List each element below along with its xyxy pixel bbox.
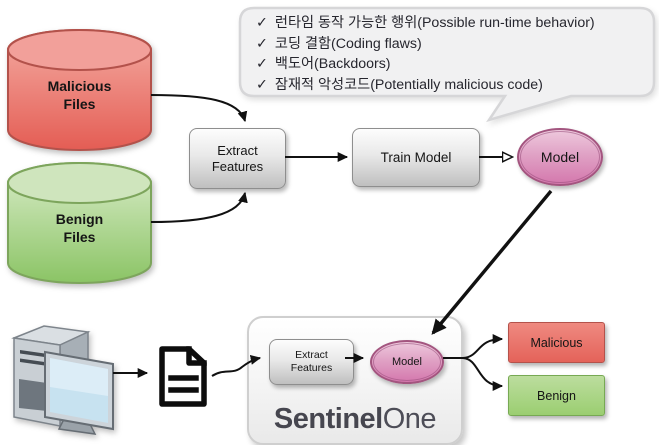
- callout-item: ✓ 백도어(Backdoors): [256, 54, 652, 75]
- callout-list: ✓ 런타임 동작 가능한 행위(Possible run-time behavi…: [256, 13, 652, 95]
- file-document-icon: [159, 346, 207, 407]
- callout-item-text: 런타임 동작 가능한 행위(Possible run-time behavior…: [274, 15, 595, 31]
- inference-model-node: Model: [370, 340, 444, 384]
- callout-item-text: 잠재적 악성코드(Potentially malicious code): [274, 76, 543, 93]
- callout-item: ✓ 코딩 결함(Coding flaws): [256, 34, 652, 55]
- benign-files-label: Benign Files: [55, 211, 104, 245]
- output-benign-box: Benign: [508, 375, 605, 416]
- check-icon: ✓: [256, 76, 268, 93]
- malicious-files-label: Malicious Files: [47, 78, 112, 112]
- extract-features-box: Extract Features: [189, 128, 286, 189]
- model-inner-ring: [520, 131, 600, 183]
- check-icon: ✓: [256, 56, 268, 72]
- sentinelone-logo: SentinelOne: [249, 403, 461, 436]
- benign-db-top: [7, 162, 152, 204]
- brand-bold-text: Sentinel: [273, 403, 383, 435]
- output-malicious-box: Malicious: [508, 322, 605, 363]
- model-inner-ring: [373, 343, 441, 381]
- train-model-box: Train Model: [352, 128, 480, 187]
- malicious-files-database: [7, 29, 152, 151]
- computer-icon: [11, 325, 114, 435]
- brand-light-text: One: [382, 403, 437, 435]
- callout-bubble: [238, 6, 656, 123]
- inference-extract-features-box: Extract Features: [269, 339, 354, 385]
- malicious-db-top: [7, 29, 152, 71]
- callout-item-text: 코딩 결함(Coding flaws): [274, 35, 422, 52]
- check-icon: ✓: [256, 15, 268, 31]
- callout-item: ✓ 런타임 동작 가능한 행위(Possible run-time behavi…: [256, 13, 652, 34]
- trained-model-node: Model: [517, 128, 603, 186]
- check-icon: ✓: [256, 35, 268, 52]
- callout-item-text: 백도어(Backdoors): [274, 56, 391, 72]
- callout-item: ✓ 잠재적 악성코드(Potentially malicious code): [256, 75, 652, 96]
- sentinelone-container: Extract Features Model SentinelOne: [247, 316, 463, 445]
- benign-files-database: [7, 162, 152, 284]
